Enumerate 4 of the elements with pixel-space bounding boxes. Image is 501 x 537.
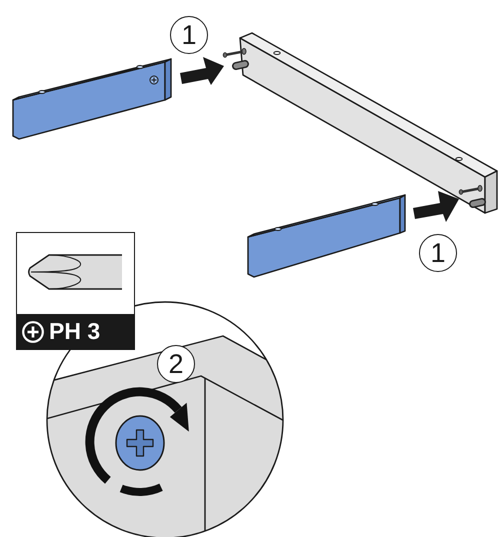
callout-number: 1 xyxy=(170,16,208,54)
bit-size-label: PH 3 xyxy=(49,320,100,343)
callout-number: 1 xyxy=(419,234,457,272)
tool-bit-box xyxy=(16,232,135,350)
